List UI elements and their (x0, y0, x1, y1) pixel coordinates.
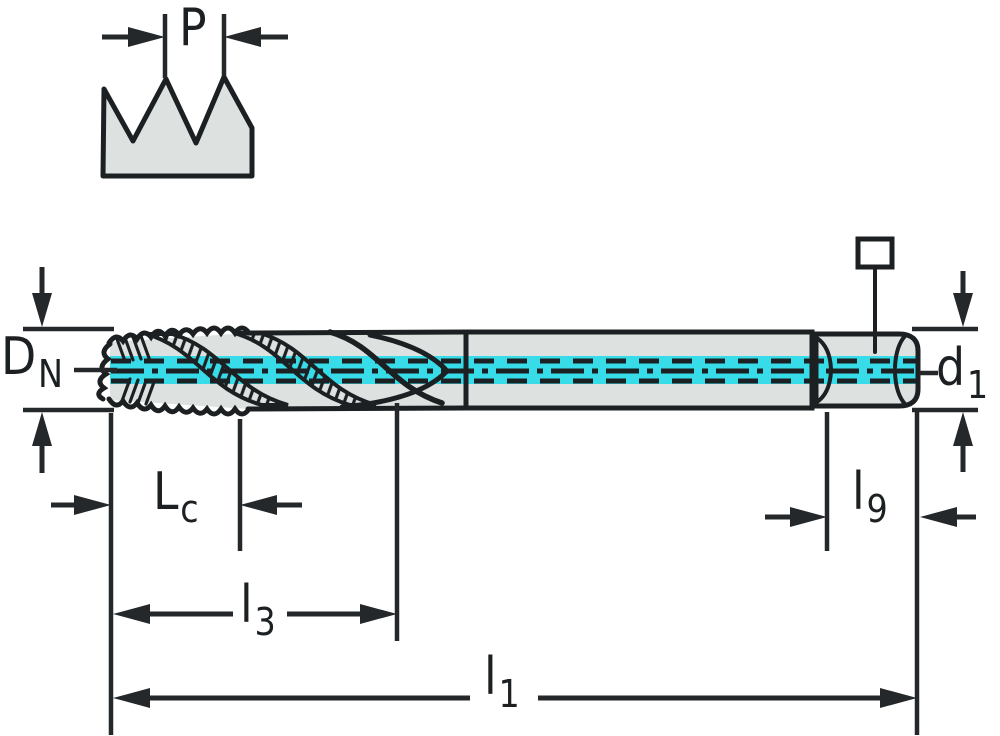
square-facet-arcs (815, 334, 907, 406)
square-drive-end-outline (813, 331, 921, 409)
l1-dimension (113, 688, 917, 708)
thread-front-edge (96, 341, 113, 402)
square-drive-icon (855, 236, 895, 270)
l3-dimension (113, 604, 397, 624)
dn-dimension (23, 267, 117, 473)
pitch-dimension (102, 14, 288, 78)
label-thread-length: l3 (240, 575, 276, 644)
d1-dimension (912, 271, 978, 472)
thread-crest-bottom (106, 396, 252, 417)
label-chamfer-length: Lc (153, 462, 199, 531)
dimensions (23, 14, 978, 735)
label-shank-diameter: d1 (936, 338, 989, 407)
extension-lines (108, 403, 920, 735)
thread-profile (100, 74, 255, 179)
flute-section-bottom-edge (245, 405, 470, 412)
centerline (111, 358, 916, 384)
spiral-flute-curve (327, 329, 445, 406)
label-square-length: l9 (852, 462, 888, 531)
label-nominal-diameter: DN (1, 327, 64, 396)
label-overall-length: l1 (484, 647, 520, 716)
lc-dimension (51, 495, 302, 515)
l9-dimension (765, 507, 976, 527)
label-pitch: P (179, 0, 207, 58)
spiral-flute-band-1 (145, 332, 289, 407)
flute-section-top-edge (245, 329, 470, 336)
